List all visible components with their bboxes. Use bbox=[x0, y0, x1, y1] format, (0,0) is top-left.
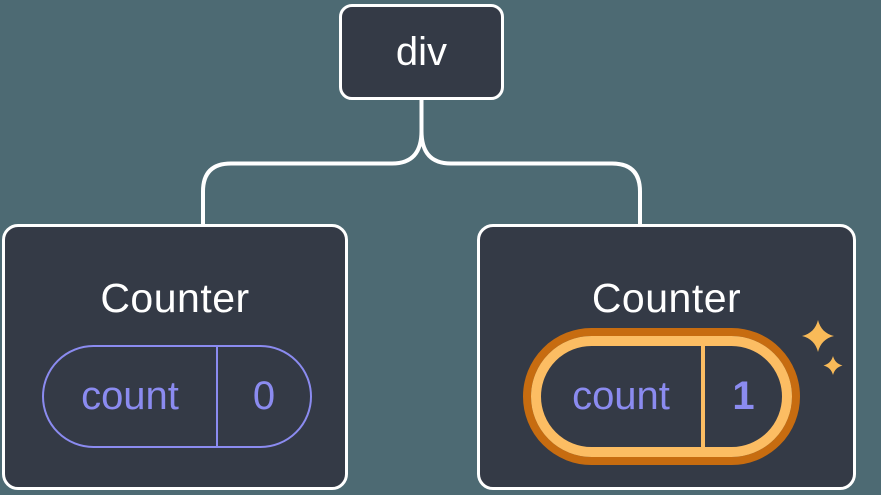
component-title: Counter bbox=[591, 275, 742, 321]
root-node-div: div bbox=[339, 4, 504, 100]
state-key: count bbox=[572, 374, 670, 418]
state-key: count bbox=[81, 374, 179, 418]
connector-left-branch bbox=[201, 97, 424, 228]
state-pill-divider bbox=[701, 346, 705, 447]
connector-right-branch bbox=[419, 97, 642, 228]
state-pill-highlight-ring: count 1 bbox=[531, 336, 792, 457]
root-node-label: div bbox=[395, 29, 448, 74]
state-pill: count 0 bbox=[42, 345, 312, 448]
state-pill-divider bbox=[216, 347, 218, 446]
state-value: 0 bbox=[252, 374, 276, 418]
state-value: 1 bbox=[732, 374, 755, 418]
state-pill-highlighted: count 1 bbox=[523, 328, 800, 465]
component-title: Counter bbox=[100, 275, 250, 321]
counter-card-left: Counter count 0 bbox=[2, 224, 348, 490]
counter-card-right: Counter count 1 bbox=[477, 224, 856, 490]
